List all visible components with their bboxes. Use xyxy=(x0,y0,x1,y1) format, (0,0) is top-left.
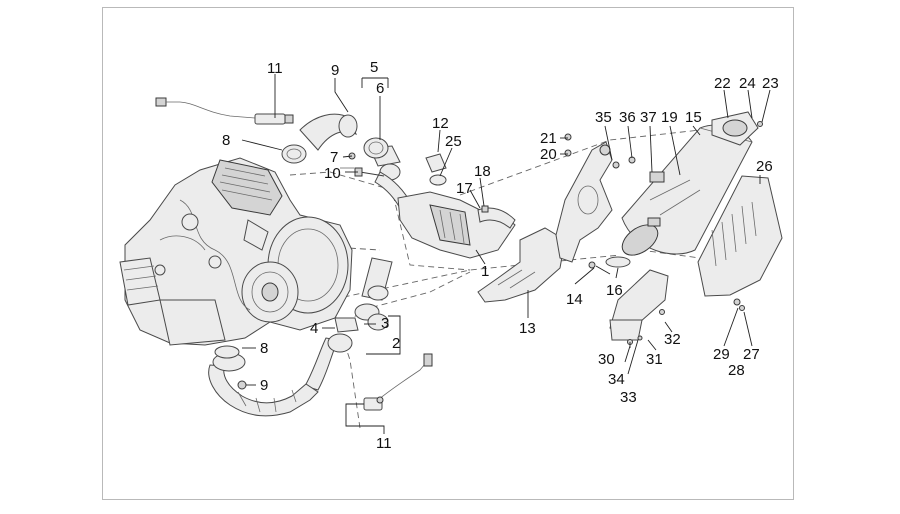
callout-19: 19 xyxy=(661,109,678,126)
support-arm xyxy=(555,133,613,275)
callout-12: 12 xyxy=(432,115,449,132)
callout-27: 27 xyxy=(743,346,760,363)
callout-29: 29 xyxy=(713,346,730,363)
callout-labels: 11 9 5 6 8 7 10 12 25 18 17 1 21 20 35 3… xyxy=(222,59,779,452)
callout-24: 24 xyxy=(739,75,756,92)
engine-block xyxy=(119,157,353,346)
callout-35: 35 xyxy=(595,109,612,126)
callout-17: 17 xyxy=(456,180,473,197)
callout-4: 4 xyxy=(310,320,318,337)
lambda-sensor-upper xyxy=(155,97,294,125)
callout-16: 16 xyxy=(606,282,623,299)
callout-14: 14 xyxy=(566,291,583,308)
callout-36: 36 xyxy=(619,109,636,126)
callout-11-upper: 11 xyxy=(267,60,283,77)
diagram-frame xyxy=(102,7,794,500)
muffler-bracket xyxy=(477,227,566,303)
callout-9-upper: 9 xyxy=(331,62,339,79)
heat-shield xyxy=(697,175,783,311)
callout-7: 7 xyxy=(330,149,338,166)
callout-21: 21 xyxy=(540,130,557,147)
catalytic-collector xyxy=(397,191,516,259)
callout-20: 20 xyxy=(540,146,557,163)
callout-15: 15 xyxy=(685,109,702,126)
callout-25: 25 xyxy=(445,133,462,150)
gasket-upper xyxy=(281,144,307,164)
callout-28: 28 xyxy=(728,362,745,379)
mid-pipe xyxy=(304,257,393,391)
callout-33: 33 xyxy=(620,389,637,406)
callout-1: 1 xyxy=(481,263,489,280)
callout-23: 23 xyxy=(762,75,779,92)
callout-26: 26 xyxy=(756,158,773,175)
callout-3: 3 xyxy=(381,315,389,332)
callout-32: 32 xyxy=(664,331,681,348)
callout-8-lower: 8 xyxy=(260,340,268,357)
callout-22: 22 xyxy=(714,75,731,92)
exhaust-pipe-lower xyxy=(208,345,319,417)
callout-2: 2 xyxy=(392,335,400,352)
callout-37: 37 xyxy=(640,109,657,126)
callout-30: 30 xyxy=(598,351,615,368)
callout-leaders xyxy=(241,74,771,434)
muffler-end-cap xyxy=(711,111,763,146)
end-guard xyxy=(605,256,669,345)
callout-11-lower: 11 xyxy=(376,435,392,452)
exhaust-pipe-upper xyxy=(299,113,413,213)
lambda-sensor-lower xyxy=(363,353,433,411)
callout-8-upper: 8 xyxy=(222,132,230,149)
sensor-cap-12 xyxy=(425,153,447,186)
callout-6: 6 xyxy=(376,80,384,97)
callout-10: 10 xyxy=(324,165,341,182)
callout-9-lower: 9 xyxy=(260,377,268,394)
callout-34: 34 xyxy=(608,371,625,388)
callout-5: 5 xyxy=(370,59,378,76)
callout-13: 13 xyxy=(519,320,536,337)
callout-18: 18 xyxy=(474,163,491,180)
callout-31: 31 xyxy=(646,351,663,368)
